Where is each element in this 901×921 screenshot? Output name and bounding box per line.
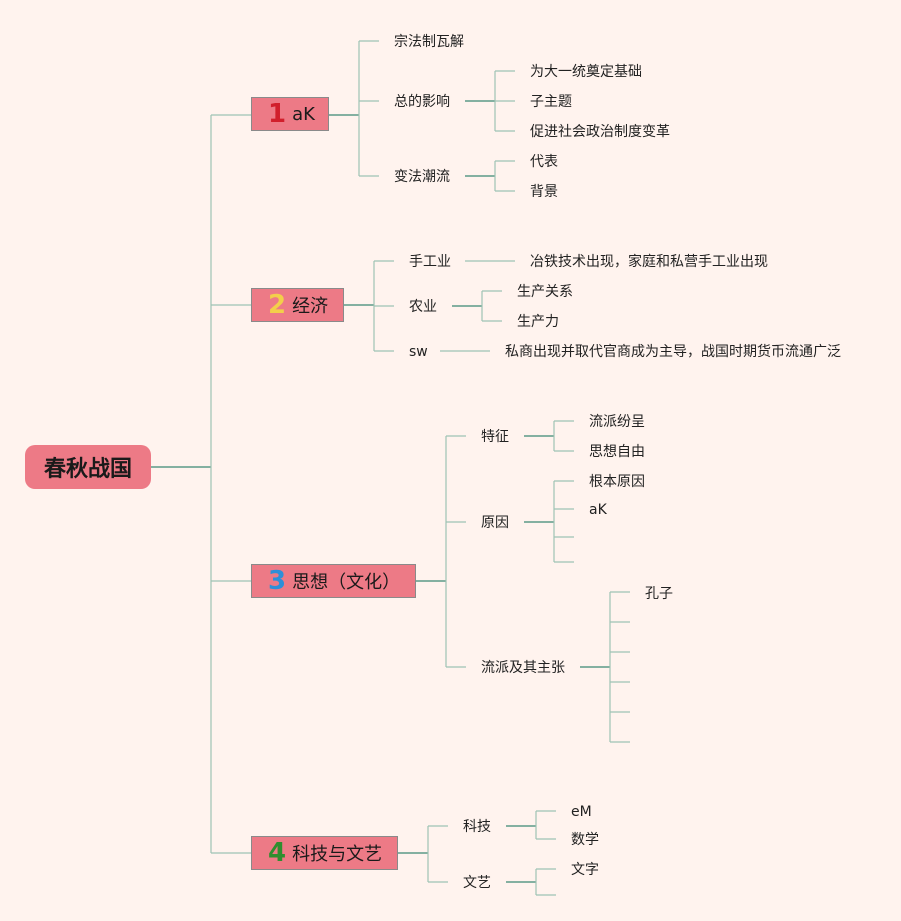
topic-zongfa[interactable]: 宗法制瓦解 bbox=[394, 34, 464, 50]
topic-reasons[interactable]: 原因 bbox=[481, 515, 509, 531]
topic-schools-views[interactable]: 流派及其主张 bbox=[481, 660, 565, 676]
topic-sw[interactable]: sw bbox=[409, 344, 428, 360]
branch-1[interactable]: 1 aK bbox=[251, 97, 329, 131]
branch-2-label: 经济 bbox=[292, 296, 329, 317]
subtopic-math[interactable]: 数学 bbox=[571, 832, 599, 848]
subtopic-ak[interactable]: aK bbox=[589, 502, 607, 518]
subtopic-schools[interactable]: 流派纷呈 bbox=[589, 414, 645, 430]
branch-2[interactable]: 2 经济 bbox=[251, 288, 344, 322]
root-topic[interactable]: 春秋战国 bbox=[25, 445, 151, 489]
branch-4[interactable]: 4 科技与文艺 bbox=[251, 836, 398, 870]
subtopic-productivity[interactable]: 生产力 bbox=[517, 314, 559, 330]
subtopic-confucius[interactable]: 孔子 bbox=[645, 586, 673, 602]
topic-features[interactable]: 特征 bbox=[481, 429, 509, 445]
subtopic-root-cause[interactable]: 根本原因 bbox=[589, 474, 645, 490]
number-1-icon: 1 bbox=[268, 99, 287, 129]
subtopic-unification[interactable]: 为大一统奠定基础 bbox=[530, 64, 642, 80]
subtopic-background[interactable]: 背景 bbox=[530, 184, 558, 200]
topic-overall-impact[interactable]: 总的影响 bbox=[394, 94, 450, 110]
number-4-icon: 4 bbox=[268, 838, 287, 868]
subtopic-iron[interactable]: 冶铁技术出现，家庭和私营手工业出现 bbox=[530, 254, 768, 270]
branch-3[interactable]: 3 思想（文化） bbox=[251, 564, 416, 598]
branch-1-label: aK bbox=[292, 103, 315, 125]
number-3-icon: 3 bbox=[268, 566, 287, 596]
topic-arts[interactable]: 文艺 bbox=[463, 875, 491, 891]
subtopic-reform[interactable]: 促进社会政治制度变革 bbox=[530, 124, 670, 140]
subtopic-placeholder[interactable]: 子主题 bbox=[530, 94, 572, 110]
subtopic-merchants[interactable]: 私商出现并取代官商成为主导，战国时期货币流通广泛 bbox=[505, 344, 841, 360]
subtopic-writing[interactable]: 文字 bbox=[571, 862, 599, 878]
topic-reform-trend[interactable]: 变法潮流 bbox=[394, 169, 450, 185]
number-2-icon: 2 bbox=[268, 290, 287, 320]
subtopic-representative[interactable]: 代表 bbox=[530, 154, 558, 170]
subtopic-relations[interactable]: 生产关系 bbox=[517, 284, 573, 300]
branch-4-label: 科技与文艺 bbox=[292, 844, 383, 865]
topic-agriculture[interactable]: 农业 bbox=[409, 299, 437, 315]
subtopic-freedom[interactable]: 思想自由 bbox=[589, 444, 645, 460]
topic-technology[interactable]: 科技 bbox=[463, 819, 491, 835]
topic-handicraft[interactable]: 手工业 bbox=[409, 254, 451, 270]
subtopic-em[interactable]: eM bbox=[571, 804, 592, 820]
branch-3-label: 思想（文化） bbox=[292, 572, 401, 593]
